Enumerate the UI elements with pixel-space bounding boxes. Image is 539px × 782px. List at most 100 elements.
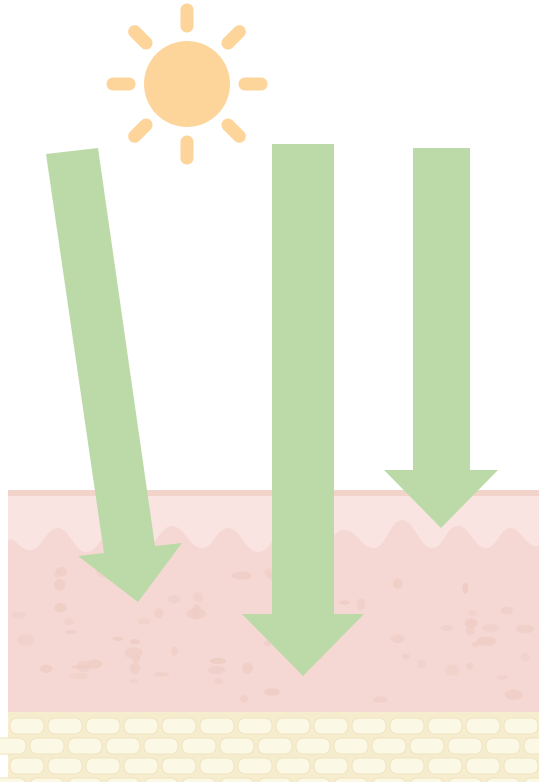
fat-cell <box>448 778 482 782</box>
fat-cell <box>238 718 272 734</box>
dermis-spot <box>466 663 473 670</box>
dermis-spot <box>373 696 388 703</box>
fat-cell <box>30 738 64 754</box>
fat-cell <box>314 758 348 774</box>
fat-cell <box>86 718 120 734</box>
fat-cell <box>296 738 330 754</box>
dermis-spot <box>465 618 478 628</box>
dermis-spot <box>40 665 52 673</box>
fat-cell <box>220 738 254 754</box>
fat-cell <box>504 718 538 734</box>
fat-cell <box>258 738 292 754</box>
dermis-spot <box>167 595 180 604</box>
sun-ray <box>135 32 146 43</box>
fat-cell <box>48 718 82 734</box>
dermis-spot <box>53 571 62 577</box>
dermis-spot <box>129 679 137 683</box>
dermis-spot <box>496 675 508 680</box>
fat-cell <box>466 718 500 734</box>
fat-cell <box>68 738 102 754</box>
fat-cell <box>486 738 520 754</box>
dermis-spot <box>210 658 226 664</box>
fat-cell <box>410 778 444 782</box>
dermis-spot <box>357 598 365 610</box>
fat-cell <box>258 778 292 782</box>
sun-ray <box>228 32 239 43</box>
fat-cell <box>68 778 102 782</box>
dermis-spot <box>516 625 534 634</box>
fat-cell <box>296 778 330 782</box>
dermis-spot <box>186 608 206 619</box>
fat-cell <box>524 738 539 754</box>
fat-cell <box>276 758 310 774</box>
fat-cell <box>30 778 64 782</box>
fat-cell <box>352 718 386 734</box>
fat-cell <box>504 758 538 774</box>
dermis-spot <box>521 653 529 662</box>
fat-cell <box>410 738 444 754</box>
dermis-spot <box>445 664 459 675</box>
fat-cell <box>0 778 26 782</box>
dermis-spot <box>339 600 350 605</box>
dermis-spot <box>171 647 178 656</box>
dermis-spot <box>55 603 67 612</box>
fat-cell <box>428 718 462 734</box>
dermis-spot <box>242 663 253 674</box>
fat-cell <box>162 758 196 774</box>
fat-cell <box>124 758 158 774</box>
dermis-spot <box>193 592 203 602</box>
dermis-spot <box>130 663 140 674</box>
fat-cell <box>0 738 26 754</box>
dermis-spot <box>154 672 169 677</box>
sun-ray <box>228 125 239 136</box>
fat-cell <box>334 778 368 782</box>
fat-cell <box>182 738 216 754</box>
fat-cell <box>182 778 216 782</box>
fat-cell <box>10 758 44 774</box>
fat-cell <box>276 718 310 734</box>
fat-cell <box>448 738 482 754</box>
fat-cell <box>86 758 120 774</box>
dermis-spot <box>468 610 477 616</box>
fat-cell <box>372 778 406 782</box>
dermis-spot <box>208 666 225 674</box>
fat-cell <box>238 758 272 774</box>
dermis-spot <box>214 678 222 685</box>
dermis-spot <box>417 660 427 669</box>
fat-cell <box>220 778 254 782</box>
dermis-spot <box>393 578 403 588</box>
dermis-spot <box>17 635 35 646</box>
fat-cell <box>200 718 234 734</box>
arrow-down-icon <box>384 148 498 528</box>
fat-cell <box>428 758 462 774</box>
dermis-spot <box>441 625 453 631</box>
fat-cell <box>106 738 140 754</box>
fat-cell <box>144 778 178 782</box>
fat-cell <box>106 778 140 782</box>
fat-cell <box>314 718 348 734</box>
fat-cell <box>48 758 82 774</box>
fat-cell <box>162 718 196 734</box>
dermis-spot <box>65 630 77 634</box>
dermis-spot <box>391 634 404 643</box>
dermis-spot <box>462 583 468 594</box>
fat-cell <box>144 738 178 754</box>
fat-cell <box>486 778 520 782</box>
dermis-spot <box>232 571 252 579</box>
dermis-spot <box>70 673 89 679</box>
fat-cell <box>390 718 424 734</box>
dermis-spot <box>402 654 410 660</box>
dermis-spot <box>482 624 500 632</box>
dermis-spot <box>77 661 91 673</box>
fat-cell <box>10 718 44 734</box>
dermis-spot <box>54 579 65 590</box>
dermis-spot <box>476 637 496 646</box>
dermis-spot <box>505 690 523 700</box>
fat-cell <box>372 738 406 754</box>
fat-cell <box>200 758 234 774</box>
fat-cell <box>334 738 368 754</box>
dermis-spot <box>130 639 141 644</box>
fat-cell <box>352 758 386 774</box>
dermis-spot <box>501 607 513 615</box>
